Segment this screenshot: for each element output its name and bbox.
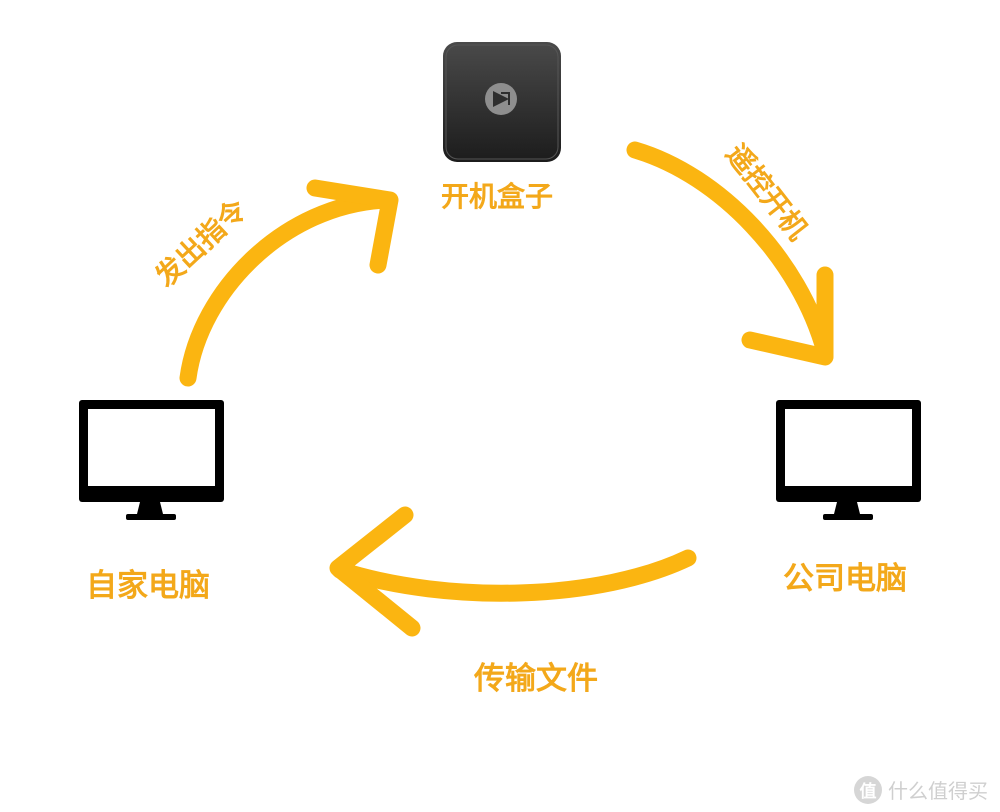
watermark: 值 什么值得买 xyxy=(854,775,988,804)
arrow-remote-boot xyxy=(626,141,834,366)
arrow-transfer-files xyxy=(329,506,697,637)
home-pc-monitor-icon xyxy=(79,400,224,520)
edge-label-transfer-files: 传输文件 xyxy=(474,661,598,697)
office-pc-monitor-icon xyxy=(776,400,921,520)
node-label-box: 开机盒子 xyxy=(441,180,554,213)
boot-box-icon xyxy=(443,42,561,162)
node-label-home-pc: 自家电脑 xyxy=(86,568,210,604)
arrow-send-command xyxy=(179,179,399,387)
watermark-badge-icon: 值 xyxy=(854,775,882,804)
watermark-text: 什么值得买 xyxy=(888,779,988,803)
node-label-office-pc: 公司电脑 xyxy=(783,561,907,597)
